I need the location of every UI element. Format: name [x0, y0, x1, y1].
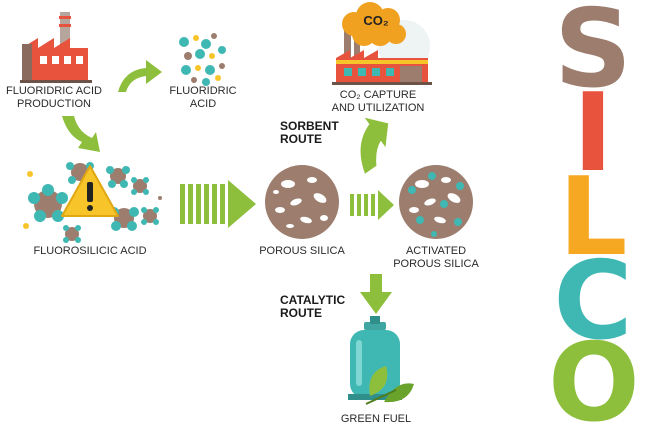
leaf-icon	[365, 366, 414, 405]
sorbent-route-arrow	[360, 117, 389, 174]
activated-porous-silica-icon	[399, 165, 473, 239]
arrow-to-activated-silica	[350, 190, 394, 220]
label-catalytic-route: CATALYTIC ROUTE	[280, 294, 345, 320]
factory-icon	[20, 12, 92, 83]
label-line: POROUS SILICA	[393, 258, 479, 270]
label-line: CO₂ CAPTURE	[339, 89, 417, 101]
label-green-fuel: GREEN FUEL	[340, 413, 412, 425]
label-fluoridric-acid-production: FLUORIDRIC ACID PRODUCTION	[4, 85, 104, 111]
catalytic-route-arrow	[360, 274, 392, 314]
label-sorbent-route: SORBENT ROUTE	[280, 120, 339, 146]
diagram-canvas	[20, 2, 473, 405]
label-porous-silica: POROUS SILICA	[259, 245, 345, 257]
label-co2-cloud: CO₂	[363, 13, 389, 28]
route-line: CATALYTIC	[280, 293, 346, 307]
porous-silica-icon	[265, 165, 339, 239]
co2-cloud-icon	[342, 2, 406, 46]
brand-letter-i: I	[572, 71, 614, 196]
fluoridric-acid-molecules-icon	[179, 33, 226, 86]
brand-letter-c: C	[553, 239, 633, 364]
fluorosilicic-acid-molecules-icon	[23, 162, 162, 243]
route-line: ROUTE	[280, 306, 322, 320]
label-line: ACID	[189, 98, 217, 110]
label-fluorosilicic-acid: FLUOROSILICIC ACID	[33, 245, 147, 257]
arrow-to-fluoridric-acid	[118, 60, 162, 92]
gas-cylinder-icon	[348, 316, 402, 400]
warning-icon	[61, 165, 119, 217]
brand-letter-l: L	[558, 155, 628, 280]
arrow-to-fluorosilicic-acid	[62, 116, 100, 152]
label-line: ACTIVATED	[405, 245, 467, 257]
label-line: FLUORIDRIC	[169, 85, 237, 97]
brand-letter-s: S	[554, 0, 632, 112]
label-line: PRODUCTION	[17, 98, 91, 110]
label-activated-porous-silica: ACTIVATED POROUS SILICA	[386, 245, 486, 271]
label-fluoridric-acid: FLUORIDRIC ACID	[168, 85, 238, 111]
arrow-to-porous-silica	[180, 180, 256, 228]
silco-process-diagram: FLUORIDRIC ACID PRODUCTION FLUORIDRIC AC…	[4, 0, 640, 446]
brand-letter-o: O	[548, 321, 640, 446]
label-line: FLUORIDRIC ACID	[6, 85, 102, 97]
label-co2-capture: CO₂ CAPTURE AND UTILIZATION	[318, 89, 438, 115]
route-line: SORBENT	[280, 119, 339, 133]
label-line: AND UTILIZATION	[331, 102, 425, 114]
route-line: ROUTE	[280, 132, 322, 146]
